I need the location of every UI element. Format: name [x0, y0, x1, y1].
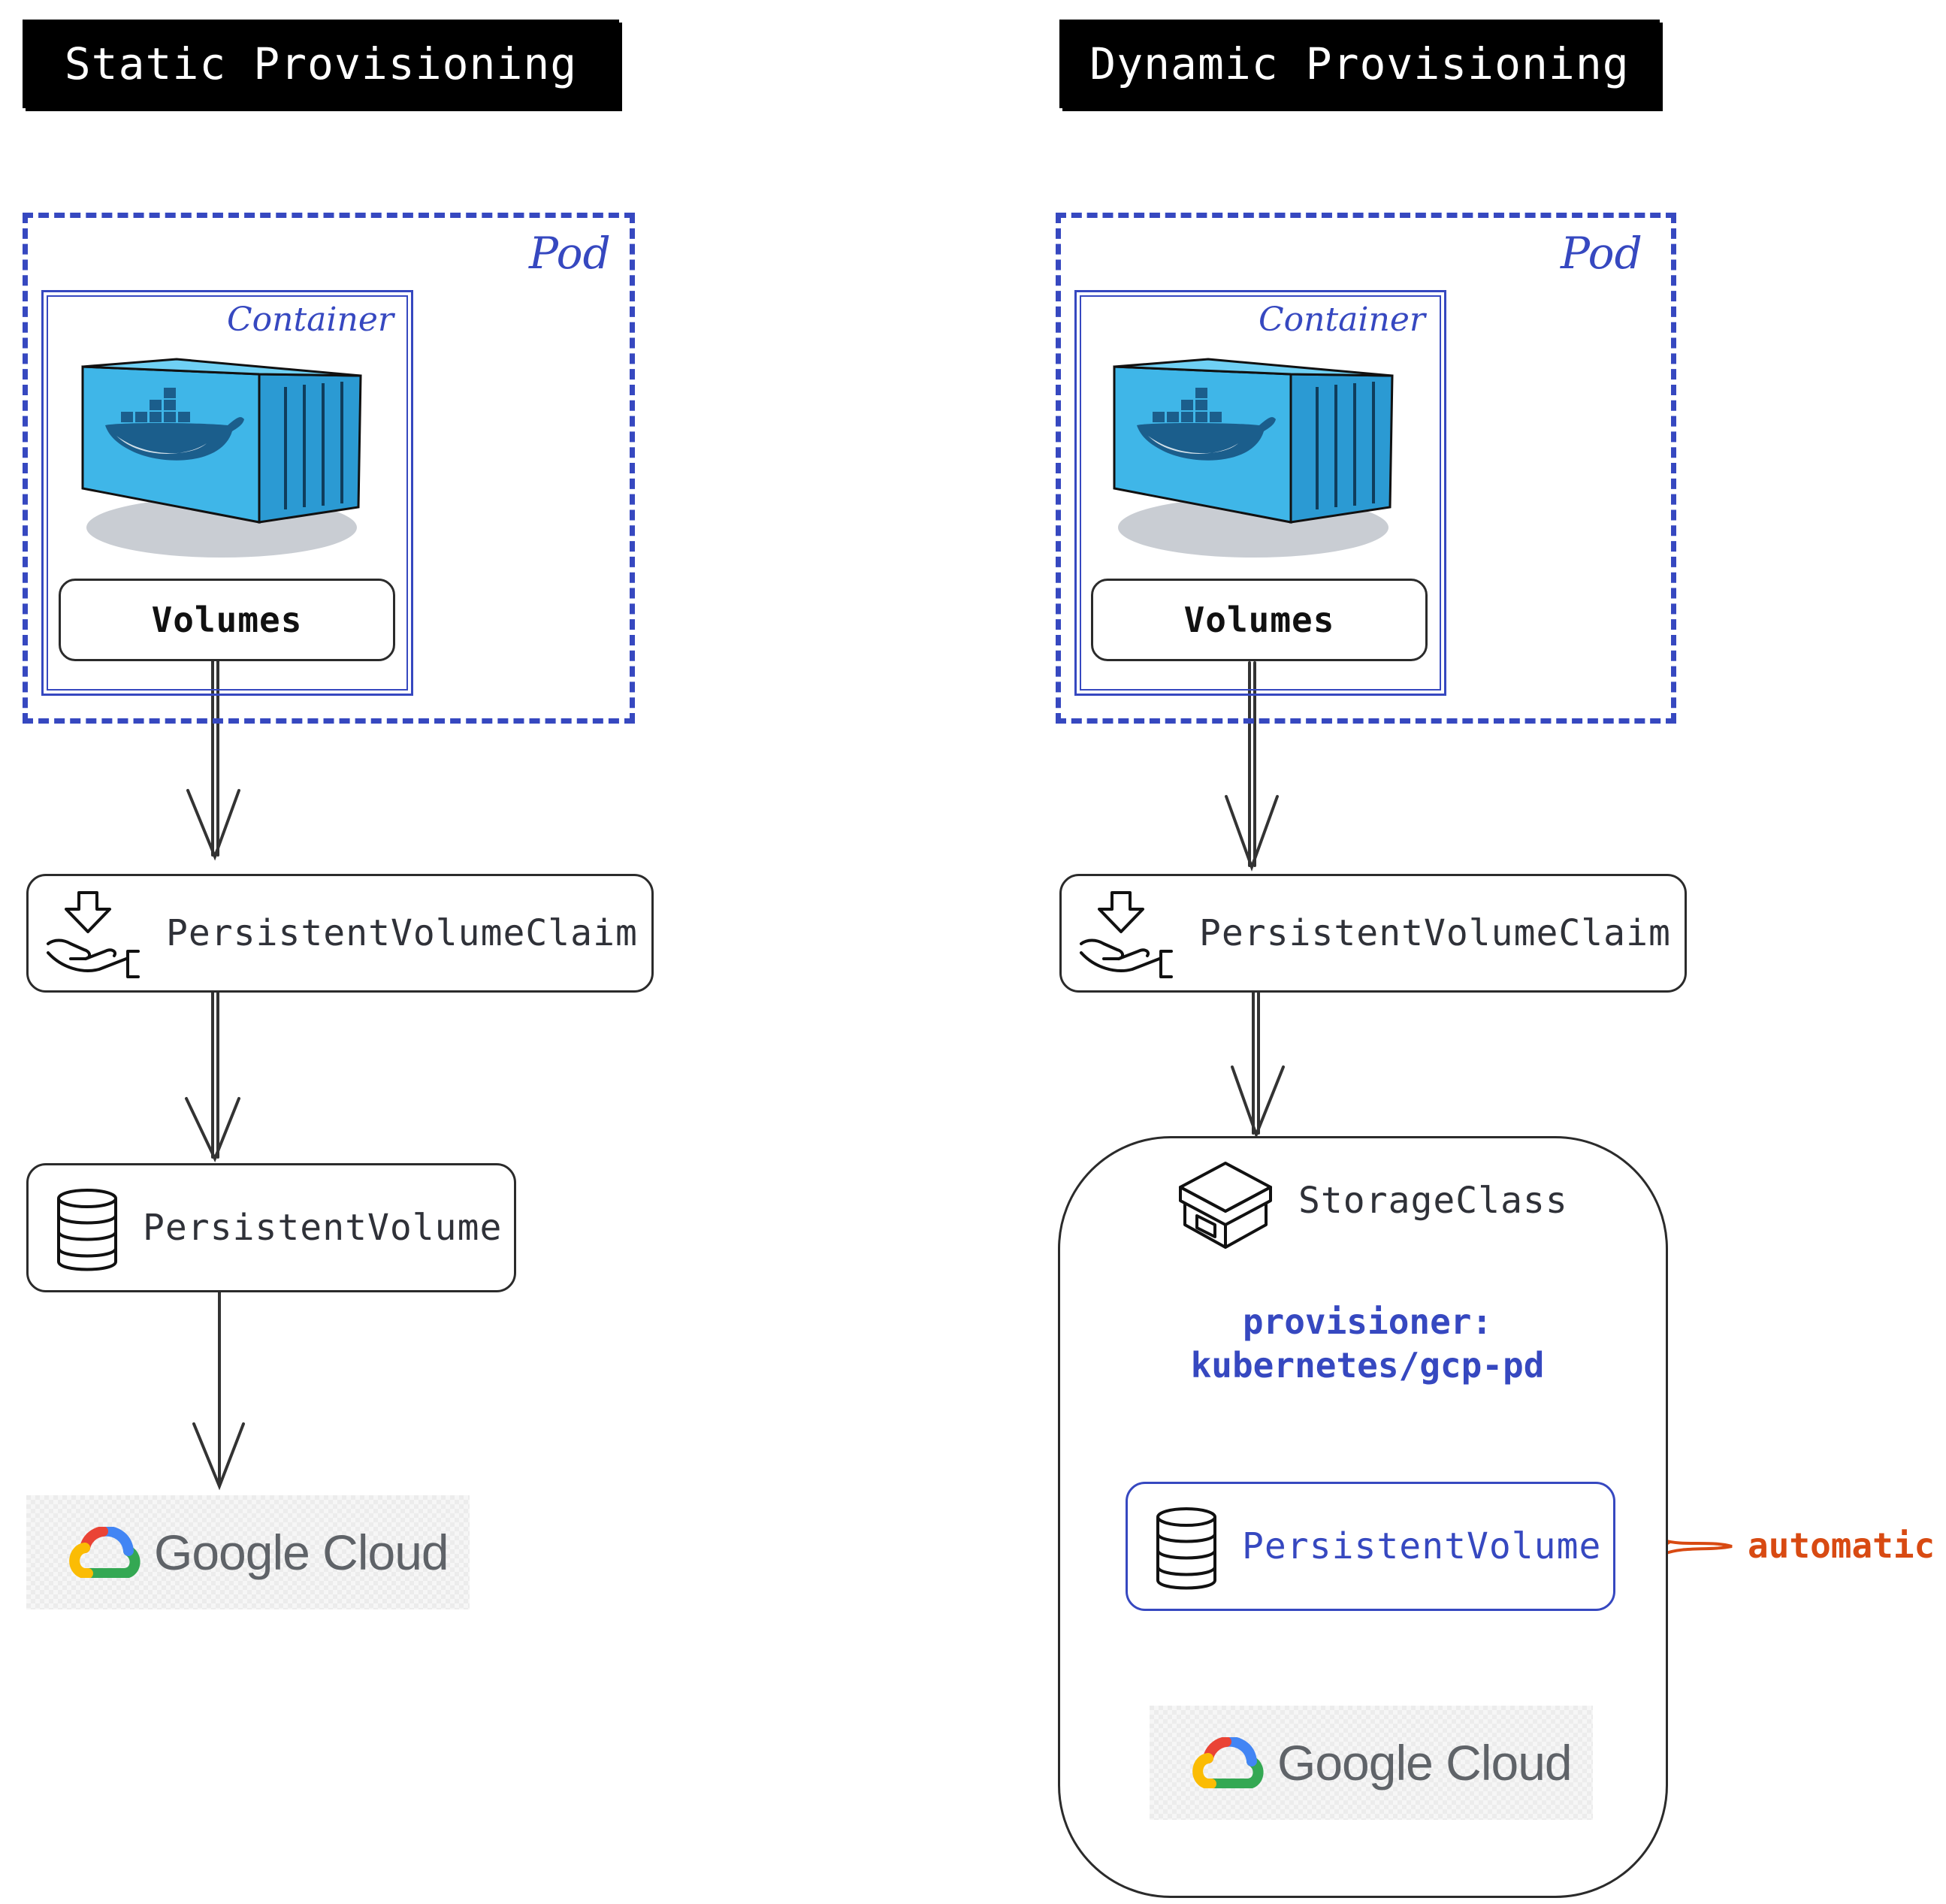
static-volumes-node: Volumes [59, 579, 395, 661]
dynamic-pod-label: Pod [1561, 228, 1642, 279]
static-title: Static Provisioning [64, 38, 578, 89]
static-pod-box [23, 213, 635, 724]
storage-box-icon [1179, 1162, 1272, 1249]
static-google-cloud-logo: Google Cloud [26, 1495, 470, 1609]
static-container-label: Container [227, 301, 394, 339]
google-cloud-icon [1192, 1737, 1264, 1788]
static-pvc-label: PersistentVolumeClaim [166, 912, 638, 954]
google-cloud-icon [69, 1527, 141, 1578]
static-volumes-label: Volumes [151, 600, 303, 640]
dynamic-volumes-node: Volumes [1091, 579, 1428, 661]
arrow-volumes-to-pvc-dynamic [1225, 661, 1279, 872]
dynamic-pod-box [1056, 213, 1676, 724]
cloud-product-text: Cloud [1446, 1735, 1572, 1791]
google-brand-text: Google [1277, 1735, 1434, 1791]
cloud-product-text: Cloud [322, 1525, 449, 1580]
provisioner-text: provisioner: kubernetes/gcp-pd [1161, 1300, 1574, 1387]
dynamic-pv-label: PersistentVolume [1242, 1525, 1602, 1567]
static-pod-label: Pod [529, 228, 611, 279]
dynamic-volumes-label: Volumes [1183, 600, 1335, 640]
dynamic-title-banner: Dynamic Provisioning [1059, 20, 1660, 108]
dynamic-pv-node: PersistentVolume [1126, 1482, 1615, 1611]
provisioner-line-2: kubernetes/gcp-pd [1190, 1345, 1545, 1386]
static-title-banner: Static Provisioning [23, 20, 619, 108]
arrow-pvc-to-storageclass [1231, 972, 1285, 1139]
database-icon [57, 1189, 117, 1271]
hand-receive-icon [47, 891, 140, 978]
dynamic-pvc-node: PersistentVolumeClaim [1059, 874, 1687, 993]
static-pvc-node: PersistentVolumeClaim [26, 874, 654, 993]
dynamic-container-box [1074, 290, 1446, 696]
static-google-cloud-text: Google Cloud [154, 1524, 449, 1581]
static-pv-node: PersistentVolume [26, 1163, 516, 1292]
dynamic-google-cloud-logo: Google Cloud [1150, 1706, 1593, 1820]
google-brand-text: Google [154, 1525, 310, 1580]
arrow-pvc-to-pv-static [185, 983, 240, 1162]
static-container-box [41, 290, 413, 696]
docker-container-icon [81, 358, 362, 558]
dynamic-container-label: Container [1259, 301, 1425, 339]
database-icon [1156, 1507, 1216, 1590]
docker-container-icon [1113, 358, 1394, 558]
dynamic-google-cloud-text: Google Cloud [1277, 1734, 1573, 1791]
dynamic-pvc-label: PersistentVolumeClaim [1199, 912, 1671, 954]
static-pv-label: PersistentVolume [143, 1207, 503, 1249]
provisioner-line-1: provisioner: [1242, 1301, 1493, 1342]
arrow-pv-to-cloud-static [192, 1279, 245, 1491]
automatic-label: automatic [1748, 1525, 1935, 1566]
hand-receive-icon [1080, 891, 1173, 978]
dynamic-title: Dynamic Provisioning [1089, 38, 1630, 89]
storageclass-label: StorageClass [1298, 1180, 1568, 1222]
